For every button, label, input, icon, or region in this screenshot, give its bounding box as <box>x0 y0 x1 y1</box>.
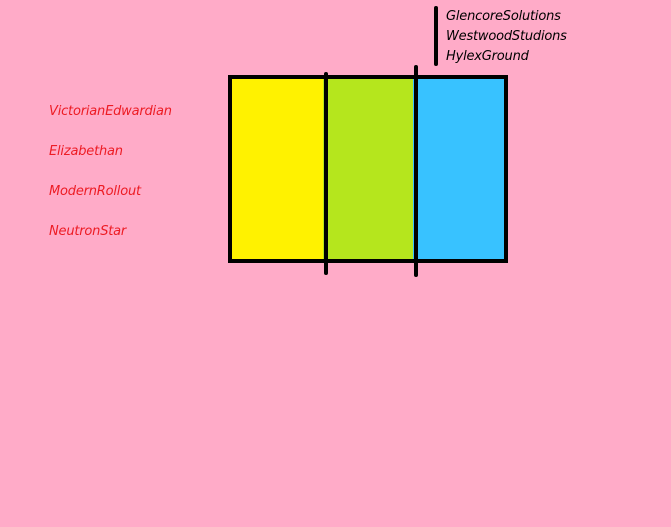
right-label-list: GlencoreSolutions WestwoodStudions Hylex… <box>446 7 567 67</box>
right-label: HylexGround <box>446 49 529 64</box>
left-label: VictorianEdwardian <box>49 104 172 119</box>
tricolor-flag <box>228 75 508 263</box>
right-label: GlencoreSolutions <box>446 9 561 24</box>
left-label: Elizabethan <box>49 144 123 159</box>
stripe-blue <box>413 79 505 259</box>
stripe-divider-right <box>414 65 418 277</box>
stripe-divider-left <box>324 72 328 275</box>
left-label-list: VictorianEdwardian Elizabethan ModernRol… <box>49 102 172 262</box>
stripe-green <box>322 79 414 259</box>
left-label: ModernRollout <box>49 184 141 199</box>
bracket-line <box>434 6 438 66</box>
stripe-yellow <box>232 79 323 259</box>
left-label: NeutronStar <box>49 224 127 239</box>
right-label: WestwoodStudions <box>446 29 567 44</box>
